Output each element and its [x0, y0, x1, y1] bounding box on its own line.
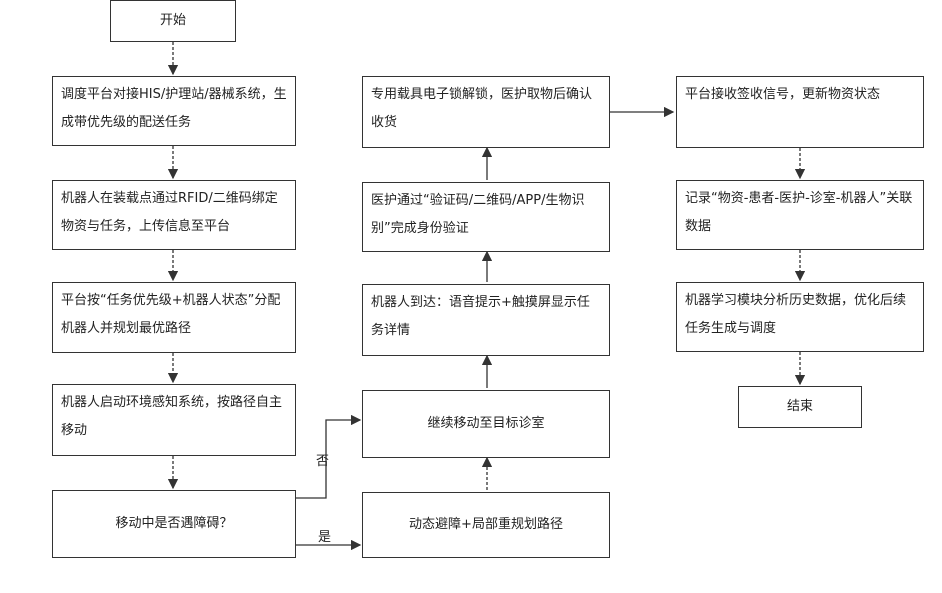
no-label: 否 [316, 450, 329, 469]
start-node: 开始 [110, 0, 236, 42]
step-identity-verify: 医护通过“验证码/二维码/APP/生物识别”完成身份验证 [362, 182, 610, 252]
yes-label: 是 [318, 526, 331, 545]
step-bind-material: 机器人在装载点通过RFID/二维码绑定物资与任务，上传信息至平台 [52, 180, 296, 250]
step-robot-arrive: 机器人到达：语音提示+触摸屏显示任务详情 [362, 284, 610, 356]
step-continue-move: 继续移动至目标诊室 [362, 390, 610, 458]
step-autonomous-move: 机器人启动环境感知系统，按路径自主移动 [52, 384, 296, 456]
decision-obstacle: 移动中是否遇障碍？ [52, 490, 296, 558]
step-dynamic-avoid: 动态避障+局部重规划路径 [362, 492, 610, 558]
step-ml-optimize: 机器学习模块分析历史数据，优化后续任务生成与调度 [676, 282, 924, 352]
step-assign-robot: 平台按“任务优先级+机器人状态”分配机器人并规划最优路径 [52, 282, 296, 353]
step-record-data: 记录“物资-患者-医护-诊室-机器人”关联数据 [676, 180, 924, 250]
step-dispatch-task: 调度平台对接HIS/护理站/器械系统，生成带优先级的配送任务 [52, 76, 296, 146]
step-unlock-receive: 专用载具电子锁解锁，医护取物后确认收货 [362, 76, 610, 148]
end-node: 结束 [738, 386, 862, 428]
step-update-status: 平台接收签收信号，更新物资状态 [676, 76, 924, 148]
